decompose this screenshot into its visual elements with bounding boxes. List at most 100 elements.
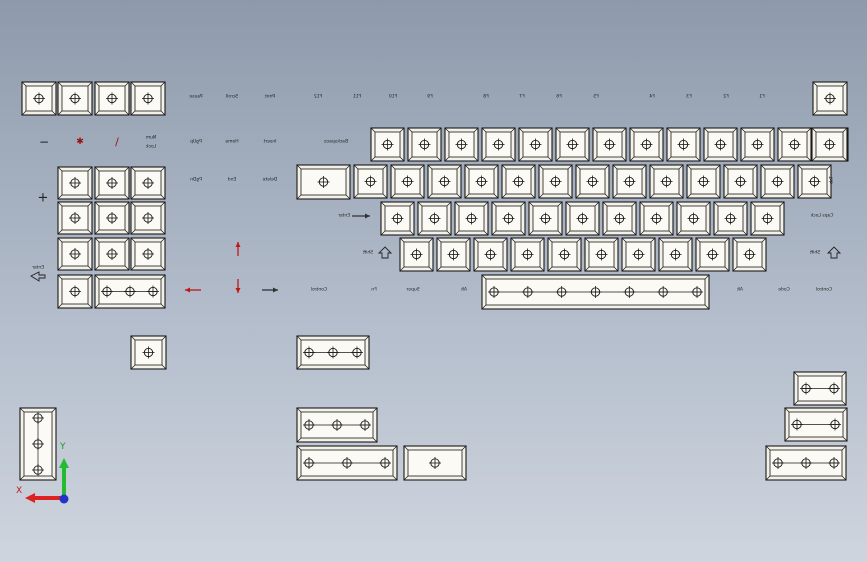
key-legend: Control bbox=[310, 287, 328, 293]
axis-x-label: X bbox=[16, 486, 23, 496]
keycap bbox=[296, 335, 370, 370]
right-arrow-icon bbox=[262, 287, 278, 293]
keycap bbox=[621, 237, 656, 272]
key-legend: F2 bbox=[723, 94, 729, 100]
key-legend: F7 bbox=[519, 94, 525, 100]
key-legend: F4 bbox=[649, 94, 655, 100]
up-arrow-icon bbox=[235, 242, 241, 256]
keycap bbox=[130, 166, 166, 200]
keycap bbox=[130, 201, 166, 235]
keycap bbox=[444, 127, 479, 162]
keycap bbox=[21, 81, 57, 116]
keycap bbox=[57, 237, 93, 271]
keycap-layer bbox=[19, 81, 849, 504]
keycap bbox=[57, 201, 93, 235]
minus-glyph: − bbox=[38, 135, 50, 149]
keycap bbox=[370, 127, 405, 162]
keycap bbox=[639, 201, 674, 236]
keycap bbox=[695, 237, 730, 272]
shift-right-icon bbox=[826, 246, 842, 259]
keycap bbox=[501, 164, 536, 199]
keycap bbox=[296, 407, 378, 443]
keycap bbox=[403, 445, 467, 481]
key-legend: Fn bbox=[371, 287, 377, 293]
key-legend: Print bbox=[264, 94, 276, 100]
keycap bbox=[19, 407, 57, 481]
plus-glyph: + bbox=[37, 190, 49, 206]
keycap bbox=[812, 81, 848, 116]
key-legend: Scroll bbox=[225, 94, 239, 100]
asterisk-glyph: ✱ bbox=[76, 137, 84, 147]
keycap bbox=[575, 164, 610, 199]
keycap bbox=[592, 127, 627, 162]
keycap bbox=[57, 166, 93, 200]
key-legend: Home bbox=[225, 139, 239, 145]
keycap bbox=[649, 164, 684, 199]
keycap bbox=[353, 164, 388, 199]
keycap bbox=[473, 237, 508, 272]
key-legend: Super bbox=[406, 287, 420, 293]
keycap bbox=[760, 164, 795, 199]
key-legend: F8 bbox=[483, 94, 489, 100]
keycap bbox=[94, 237, 130, 271]
keycap bbox=[793, 371, 847, 406]
keycap bbox=[380, 201, 415, 236]
left-arrow-icon bbox=[185, 287, 201, 293]
keycap bbox=[811, 127, 848, 162]
keycap bbox=[481, 127, 516, 162]
keycap bbox=[57, 274, 93, 309]
keycap bbox=[612, 164, 647, 199]
key-legend: Code bbox=[778, 287, 790, 293]
shift-left-icon bbox=[377, 246, 393, 259]
key-legend: Enter bbox=[337, 213, 351, 219]
keycap bbox=[777, 127, 812, 162]
enter-arrow-icon bbox=[352, 213, 370, 219]
keycap bbox=[296, 164, 351, 200]
keycap bbox=[686, 164, 721, 199]
keycap bbox=[555, 127, 590, 162]
keycap bbox=[130, 237, 166, 271]
key-legend: F9 bbox=[427, 94, 433, 100]
key-legend: F6 bbox=[556, 94, 562, 100]
key-legend: Delete bbox=[262, 177, 278, 183]
key-legend: Alt bbox=[460, 287, 468, 293]
keycap bbox=[750, 201, 785, 236]
keycap bbox=[407, 127, 442, 162]
keycap bbox=[765, 445, 847, 481]
key-legend: F12 bbox=[313, 94, 323, 100]
keycap bbox=[94, 81, 130, 116]
key-legend: Control bbox=[815, 287, 833, 293]
keycap bbox=[390, 164, 425, 199]
keycap bbox=[481, 274, 710, 310]
keycap bbox=[94, 201, 130, 235]
key-legend: F3 bbox=[686, 94, 692, 100]
axis-y-label: Y bbox=[60, 442, 66, 452]
key-legend: Insert bbox=[263, 139, 277, 145]
key-legend: PgDn bbox=[190, 177, 202, 183]
keycap bbox=[658, 237, 693, 272]
keycap bbox=[547, 237, 582, 272]
keycap bbox=[538, 164, 573, 199]
slash-glyph: / bbox=[115, 135, 119, 149]
key-legend: Shift bbox=[362, 250, 374, 256]
keycap bbox=[94, 166, 130, 200]
key-legend: Enter bbox=[31, 265, 45, 271]
keycap bbox=[784, 407, 848, 442]
coordinate-axes-icon bbox=[25, 458, 69, 504]
key-legend: Num bbox=[145, 135, 157, 141]
keycap bbox=[676, 201, 711, 236]
key-legend: Caps Lock bbox=[810, 213, 834, 219]
keycap bbox=[417, 201, 452, 236]
keycap bbox=[565, 201, 600, 236]
keycap bbox=[296, 445, 398, 481]
down-arrow-icon bbox=[235, 279, 241, 293]
keycap bbox=[464, 164, 499, 199]
key-legend: Alt bbox=[736, 287, 744, 293]
keycap bbox=[427, 164, 462, 199]
keycap bbox=[723, 164, 758, 199]
keycap bbox=[57, 81, 93, 116]
keycap bbox=[584, 237, 619, 272]
key-legend: Pause bbox=[189, 94, 203, 100]
keycap bbox=[510, 237, 545, 272]
